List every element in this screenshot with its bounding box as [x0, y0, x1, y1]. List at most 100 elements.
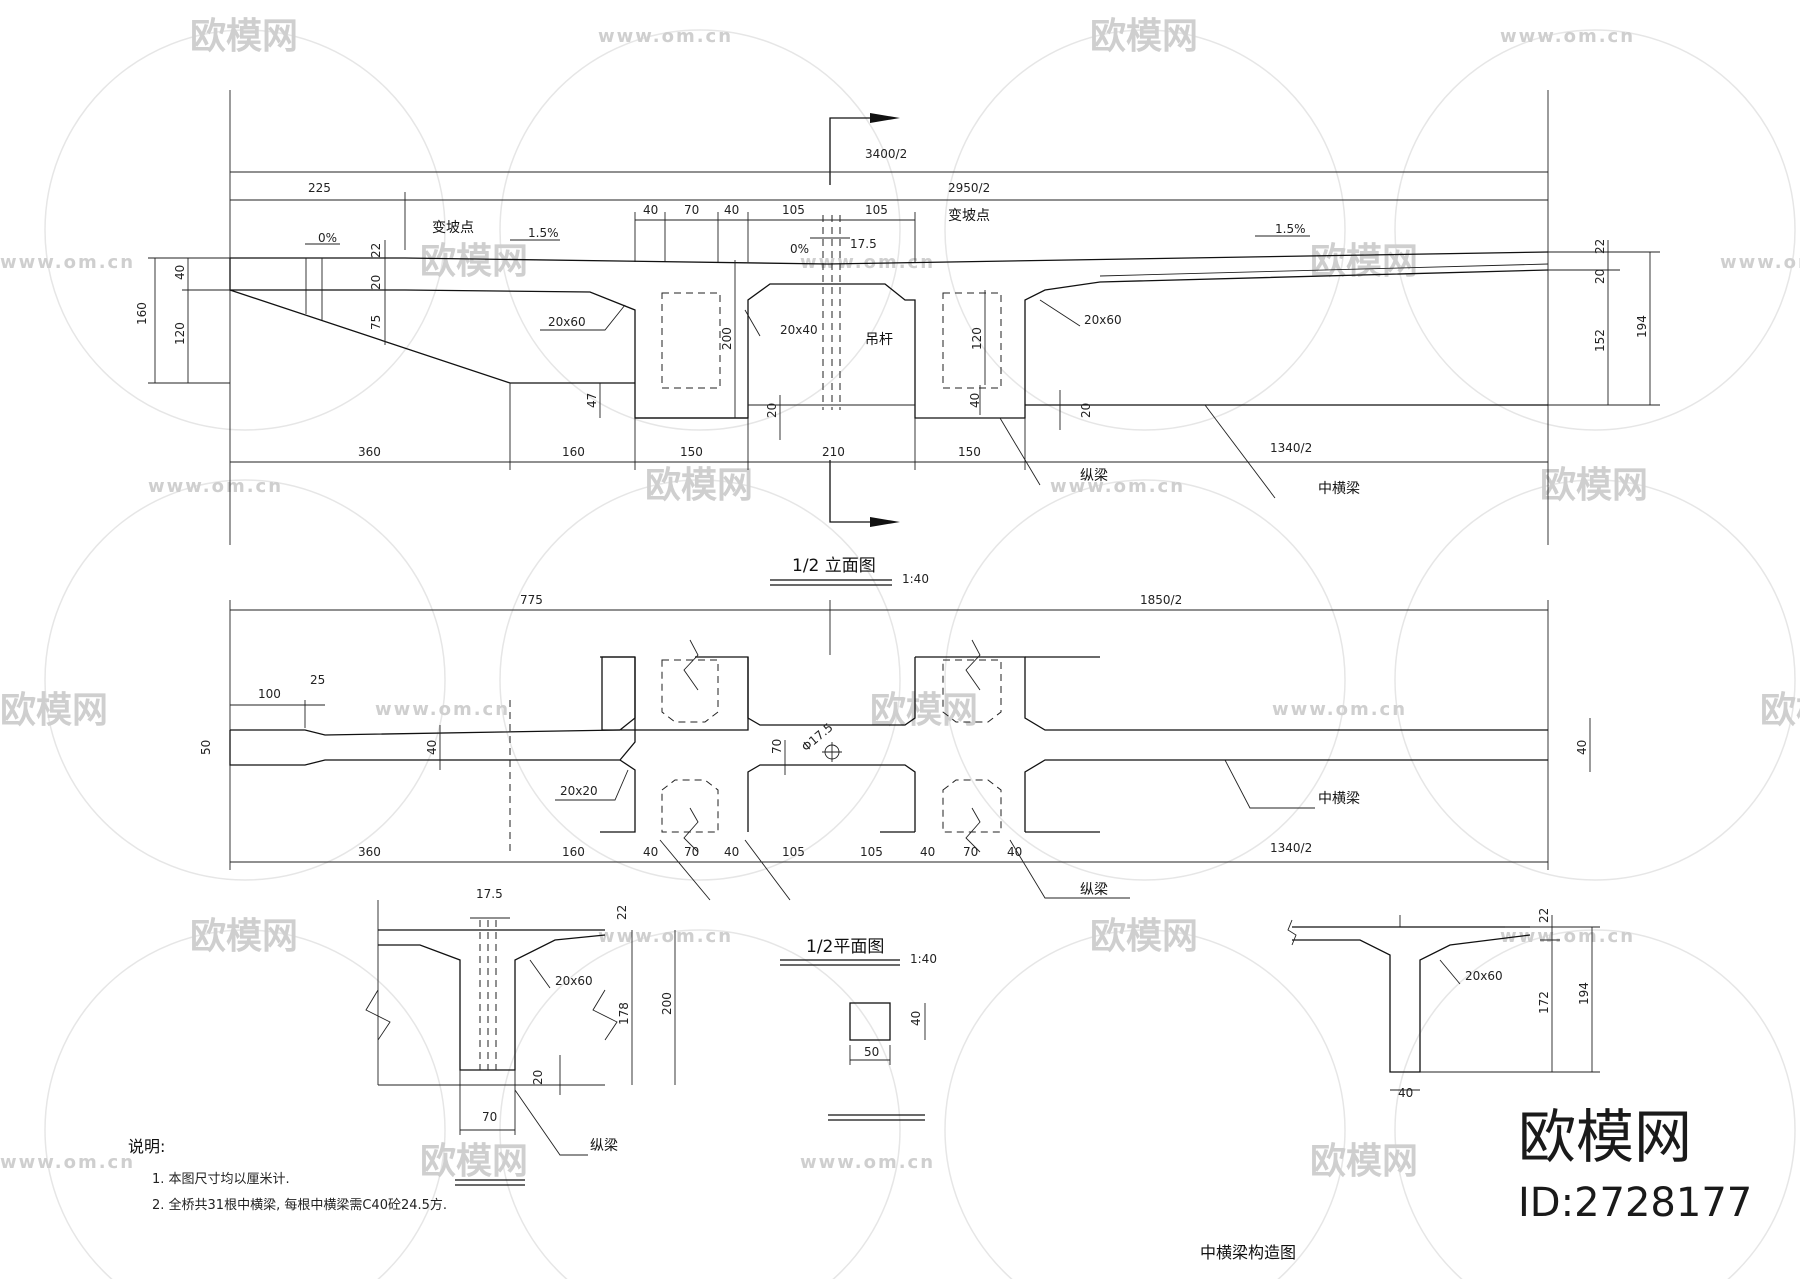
- plan-dim-bottom-1: 360: [358, 845, 381, 859]
- dim-upper-2: 70: [684, 203, 699, 217]
- section-right-dim-1: 22: [1537, 908, 1551, 923]
- section-left-dim-4: 200: [660, 992, 674, 1015]
- section-left-stringer: 纵梁: [590, 1138, 618, 1154]
- watermark-url: www.om.cn: [800, 1152, 935, 1173]
- label-slope-point-right: 变坡点: [948, 208, 990, 224]
- dim-left: 225: [308, 181, 331, 195]
- dim-bottom-3: 150: [680, 445, 703, 459]
- dim-right: 2950/2: [948, 181, 990, 195]
- dim-inner-3: 20: [765, 403, 779, 418]
- watermark-url: www.om.cn: [1050, 476, 1185, 497]
- plan-dim-bottom-5: 40: [724, 845, 739, 859]
- watermark-url: www.om.cn: [598, 26, 733, 47]
- label-slope0-mid: 0%: [790, 242, 809, 256]
- plan-dim-bottom-10: 40: [1007, 845, 1022, 859]
- label-slope0-left: 0%: [318, 231, 337, 245]
- section-right-dim-4: 40: [1398, 1086, 1413, 1100]
- section-left-dim-2: 22: [615, 905, 629, 920]
- plan-dim-bottom-8: 40: [920, 845, 935, 859]
- elevation-scale: 1:40: [902, 572, 929, 586]
- section-left-dim-6: 70: [482, 1110, 497, 1124]
- watermark-url: www.om.cn: [375, 699, 510, 720]
- watermark-brand: 欧模网: [0, 690, 108, 731]
- section-left-dim-3: 178: [617, 1002, 631, 1025]
- watermark-url: www.om.cn: [1272, 699, 1407, 720]
- plan-dim-bottom-4: 70: [684, 845, 699, 859]
- plan-dim-left-4: 40: [425, 740, 439, 755]
- watermark-brand: 欧模网: [420, 1141, 528, 1182]
- dim-upper-4: 105: [782, 203, 805, 217]
- notes: 说明: 1. 本图尺寸均以厘米计. 2. 全桥共31根中横梁, 每根中横梁需C4…: [128, 1137, 447, 1213]
- dim-upper-1: 40: [643, 203, 658, 217]
- elevation-title: 1/2 立面图: [792, 556, 876, 576]
- label-slope-left: 1.5%: [528, 226, 559, 240]
- watermark-url: www.om.cn: [0, 1152, 135, 1173]
- dim-bottom-5: 150: [958, 445, 981, 459]
- dim-upper-5: 105: [865, 203, 888, 217]
- label-hanger: 吊杆: [865, 332, 893, 348]
- plan-dim-bottom-7: 105: [860, 845, 883, 859]
- notes-heading: 说明:: [128, 1137, 165, 1156]
- label-slope-right: 1.5%: [1275, 222, 1306, 236]
- dim-left-2: 40: [173, 265, 187, 280]
- watermark-brand: 欧模网: [1090, 16, 1198, 57]
- section-left: 17.5 22 178 200 20 70 20x60 纵梁: [365, 887, 676, 1186]
- label-cross-beam: 中横梁: [1318, 481, 1360, 497]
- label-haunch-mid: 20x40: [780, 323, 818, 337]
- watermark-url: www.om.cn: [800, 252, 935, 273]
- plan-dim-left-3: 50: [199, 740, 213, 755]
- dim-right-1: 22: [1593, 239, 1607, 254]
- watermark-brand: 欧模网: [1090, 916, 1198, 957]
- watermark-brand: 欧模网: [1760, 690, 1800, 731]
- plan-label-haunch: 20x20: [560, 784, 598, 798]
- section-small-dim-2: 50: [864, 1045, 879, 1059]
- watermark-brand: 欧模网: [645, 465, 753, 506]
- dim-bottom-6: 1340/2: [1270, 441, 1312, 455]
- section-small-dim-1: 40: [909, 1011, 923, 1026]
- label-haunch-left: 20x60: [548, 315, 586, 329]
- elevation-view: 3400/2 225 2950/2 40 70 40 105 105: [135, 90, 1660, 586]
- dim-right-3: 152: [1593, 329, 1607, 352]
- plan-dim-bottom-3: 40: [643, 845, 658, 859]
- watermark-url: www.om.cn: [148, 476, 283, 497]
- dim-left-4: 22: [369, 243, 383, 258]
- dim-inner-5: 20: [1079, 403, 1093, 418]
- dim-right-2: 20: [1593, 269, 1607, 284]
- plan-dim-left-2: 25: [310, 673, 325, 687]
- label-stringer: 纵梁: [1080, 468, 1108, 484]
- label-slope-point-left: 变坡点: [432, 220, 474, 236]
- plan-view: 775 1850/2 70 Φ17.5 100: [199, 593, 1591, 966]
- plan-label-cross-beam: 中横梁: [1318, 791, 1360, 807]
- plan-dim-left: 775: [520, 593, 543, 607]
- watermark-url: www.om.cn: [0, 252, 135, 273]
- plan-dim-bottom-6: 105: [782, 845, 805, 859]
- dim-bottom-2: 160: [562, 445, 585, 459]
- dim-inner-4: 40: [968, 393, 982, 408]
- label-haunch-right: 20x60: [1084, 313, 1122, 327]
- watermark-layer: 欧模网 www.om.cn 欧模网 www.om.cn www.om.cn 欧模…: [0, 16, 1800, 1279]
- dim-left-1: 160: [135, 302, 149, 325]
- section-left-dim-1: 17.5: [476, 887, 503, 901]
- section-left-dim-5: 20: [531, 1070, 545, 1085]
- watermark-brand: 欧模网: [1310, 1141, 1418, 1182]
- plan-dim-right: 40: [1575, 740, 1589, 755]
- section-left-haunch: 20x60: [555, 974, 593, 988]
- dim-inner-6: 17.5: [850, 237, 877, 251]
- plan-label-stringer: 纵梁: [1080, 882, 1108, 898]
- plan-dim-mid-1: 70: [770, 739, 784, 754]
- dim-right-4: 194: [1635, 315, 1649, 338]
- watermark-brand: 欧模网: [190, 16, 298, 57]
- watermark-brand: 欧模网: [870, 690, 978, 731]
- plan-title: 1/2平面图: [806, 937, 884, 957]
- dim-left-6: 75: [369, 315, 383, 330]
- plan-dim-bottom-11: 1340/2: [1270, 841, 1312, 855]
- dim-inner-2: 120: [970, 327, 984, 350]
- dim-bottom-4: 210: [822, 445, 845, 459]
- watermark-url: www.om.cn: [1500, 26, 1635, 47]
- plan-scale: 1:40: [910, 952, 937, 966]
- watermark-brand: 欧模网: [1540, 465, 1648, 506]
- dim-left-3: 120: [173, 322, 187, 345]
- dim-inner-1: 200: [720, 327, 734, 350]
- section-small: 40 50: [828, 1002, 926, 1121]
